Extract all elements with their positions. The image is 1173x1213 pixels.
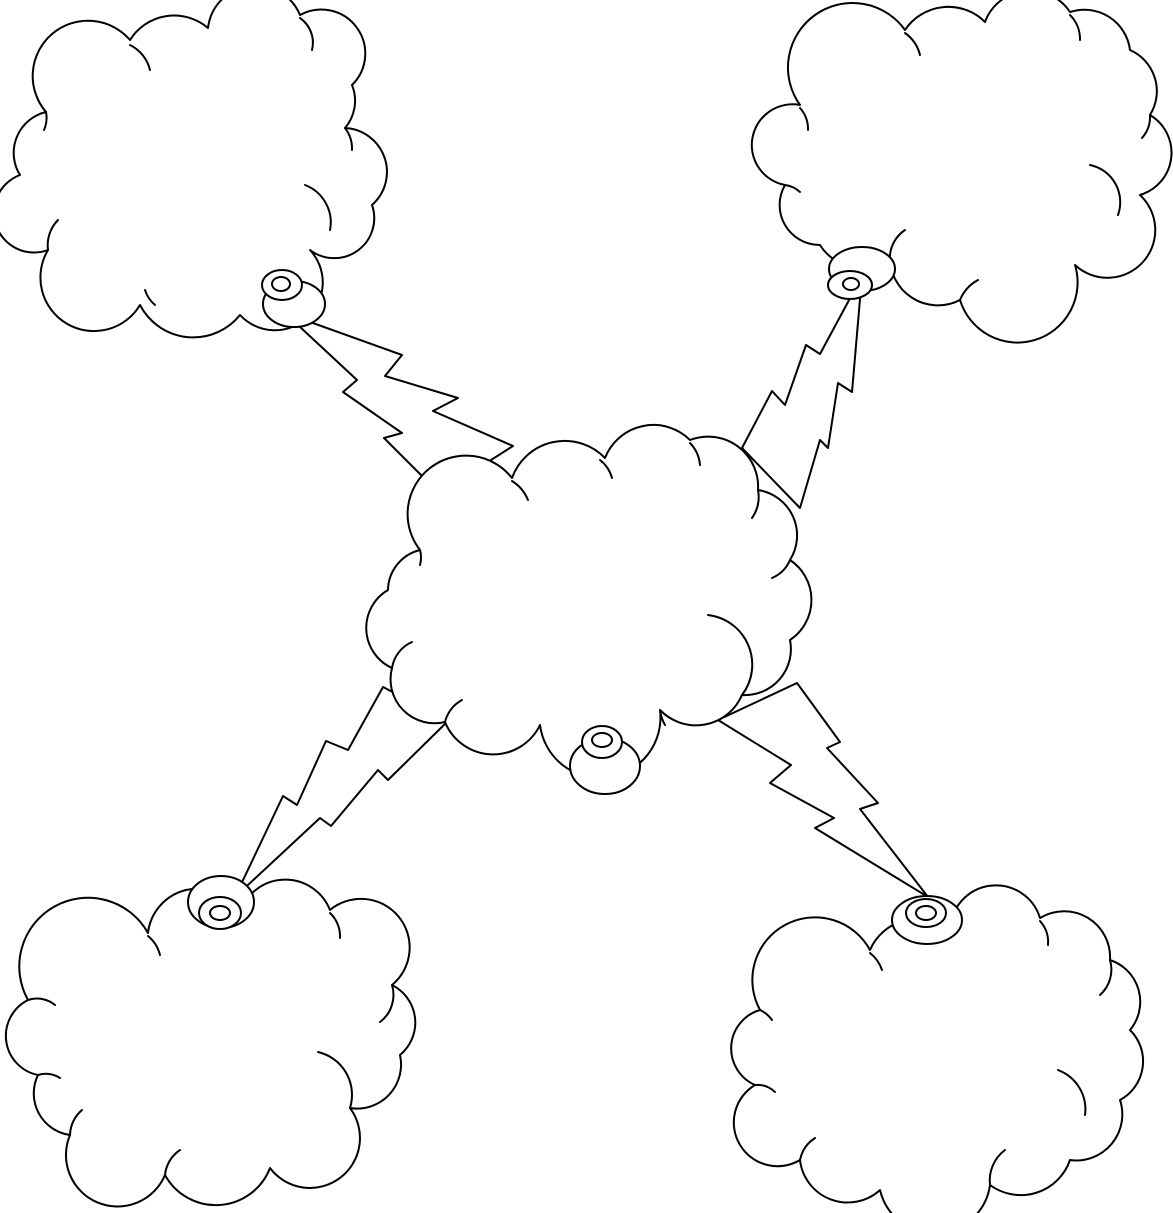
cloud-node-top-left [0,0,388,339]
node-anchor-knob-top-right [827,246,896,300]
bolt-connector-bottom-left [234,686,449,898]
cloud-node-bottom-left [4,875,417,1208]
node-anchor-knob-bottom-right [891,895,963,945]
connectors [234,275,929,898]
cloud-node-center[interactable] [365,423,813,795]
bolt-connector-bottom-right [717,682,929,898]
cloud-node-bottom-right [730,884,1145,1213]
bolt-connector-top-right [741,275,863,509]
node-anchor-knob-center [569,725,641,795]
node-anchor-knob-bottom-left [187,875,255,930]
cloud-node-top-right [750,0,1173,344]
node-anchor-knob-top-left [261,269,326,328]
